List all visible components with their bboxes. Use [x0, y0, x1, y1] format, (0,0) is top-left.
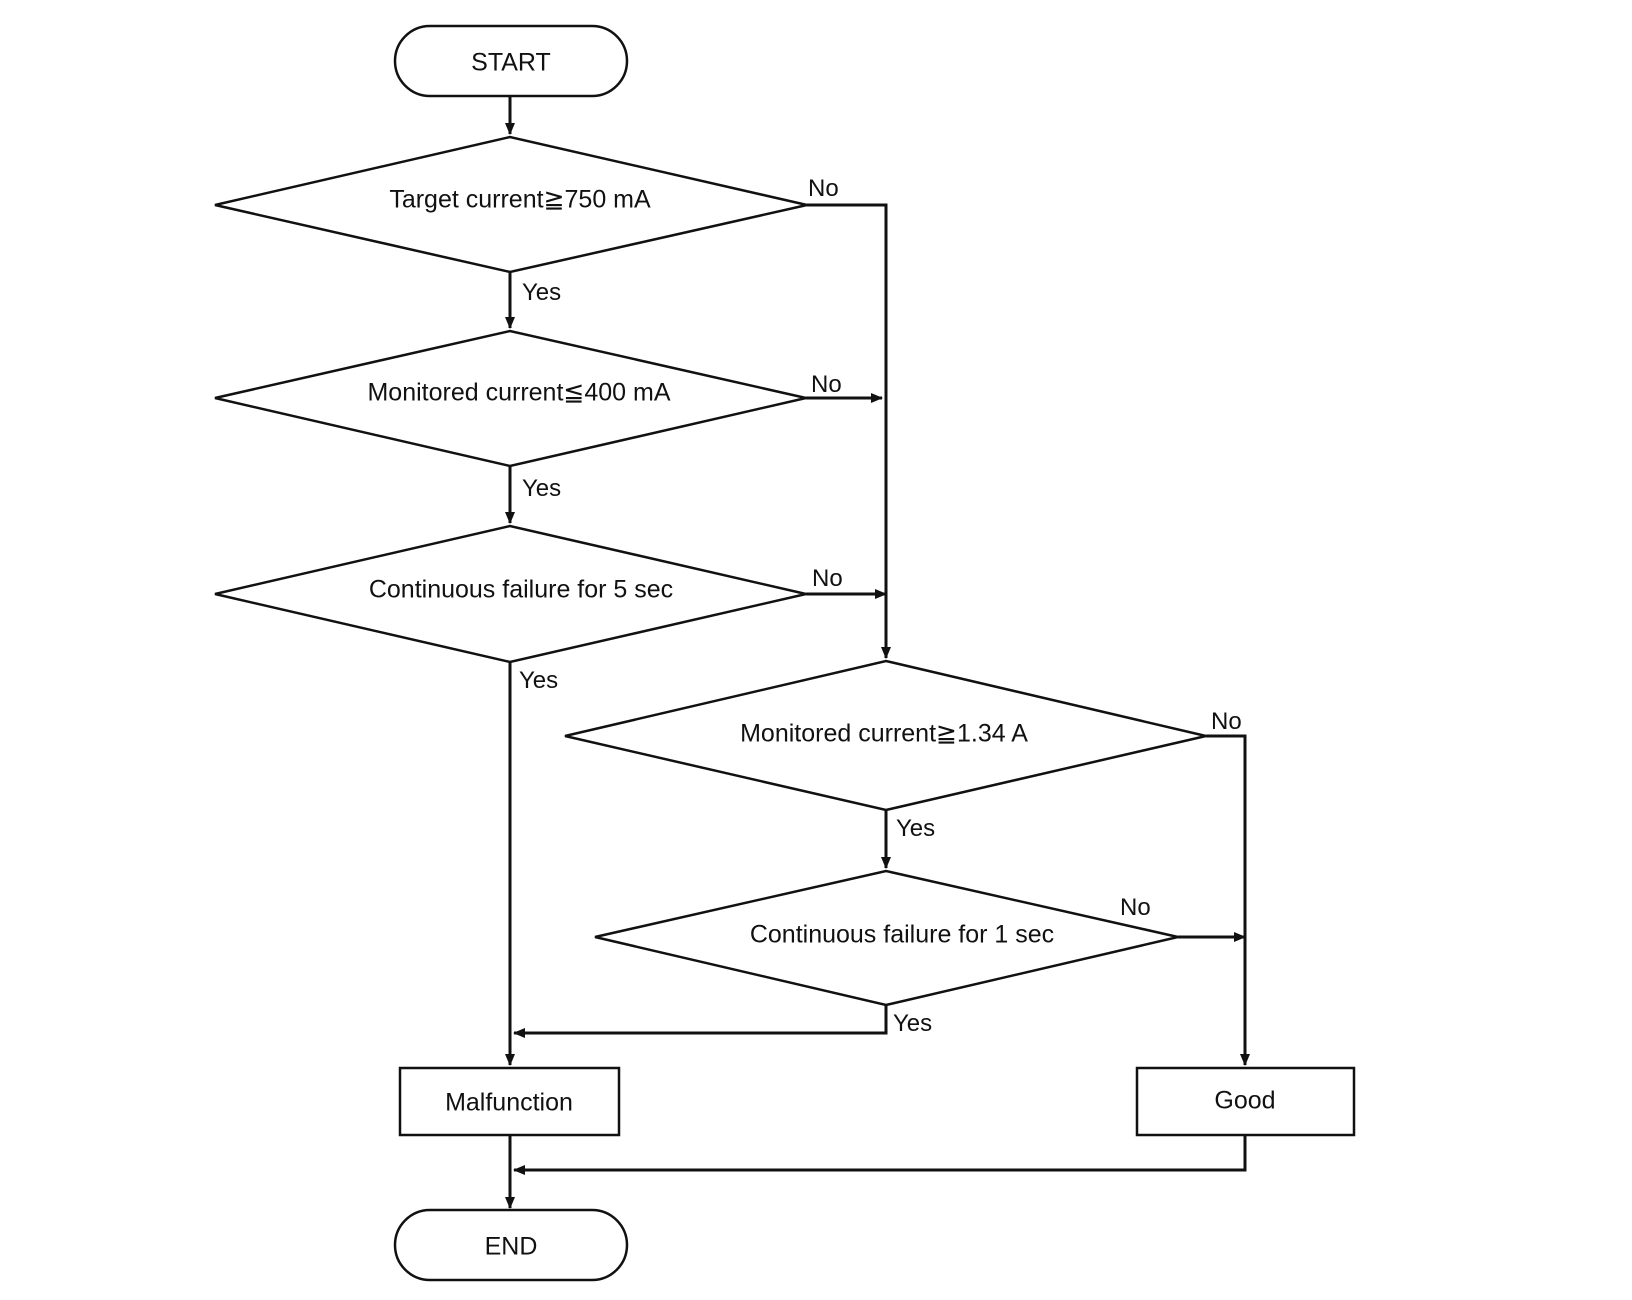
- decision-monitored-low: Monitored current≦400 mA: [214, 329, 807, 468]
- decision-monitored-low-label: Monitored current≦400 mA: [367, 379, 670, 407]
- decision-monitored-high-label: Monitored current≧1.34 A: [740, 720, 1028, 748]
- result-malfunction-box: Malfunction: [398, 1066, 621, 1137]
- label-no-target-current: No: [808, 175, 839, 202]
- label-no-monitored-high: No: [1211, 708, 1242, 735]
- end-terminal: END: [393, 1208, 629, 1282]
- decision-continuous-5s-label: Continuous failure for 5 sec: [369, 576, 673, 604]
- connectors: [505, 96, 1250, 1209]
- end-label: END: [485, 1233, 538, 1261]
- label-yes-continuous-5s: Yes: [519, 667, 558, 694]
- decision-continuous-5s: Continuous failure for 5 sec: [214, 524, 807, 664]
- decision-continuous-1s: Continuous failure for 1 sec: [594, 869, 1179, 1007]
- label-no-continuous-1s: No: [1120, 894, 1151, 921]
- label-yes-monitored-high: Yes: [896, 815, 935, 842]
- label-yes-monitored-low: Yes: [522, 475, 561, 502]
- result-good-box: Good: [1135, 1066, 1356, 1137]
- arrow-good-to-end: [513, 1135, 1247, 1175]
- branch-labels: No Yes No Yes No Yes No Yes No Yes: [519, 175, 1242, 1037]
- label-yes-continuous-1s: Yes: [893, 1010, 932, 1037]
- decision-continuous-1s-label: Continuous failure for 1 sec: [750, 921, 1054, 949]
- arrow-monitored-high-no: [1206, 734, 1250, 1066]
- label-no-continuous-5s: No: [812, 565, 843, 592]
- arrow-target-current-no: [807, 203, 891, 659]
- result-malfunction-label: Malfunction: [445, 1089, 573, 1117]
- arrow-continuous-1s-yes: [513, 1005, 888, 1038]
- start-terminal: START: [393, 24, 629, 98]
- start-label: START: [471, 49, 551, 77]
- decision-monitored-high: Monitored current≧1.34 A: [564, 659, 1207, 812]
- label-yes-target-current: Yes: [522, 279, 561, 306]
- result-good-label: Good: [1214, 1087, 1275, 1115]
- label-no-monitored-low: No: [811, 371, 842, 398]
- decision-target-current: Target current≧750 mA: [214, 135, 808, 274]
- decision-target-current-label: Target current≧750 mA: [389, 186, 651, 214]
